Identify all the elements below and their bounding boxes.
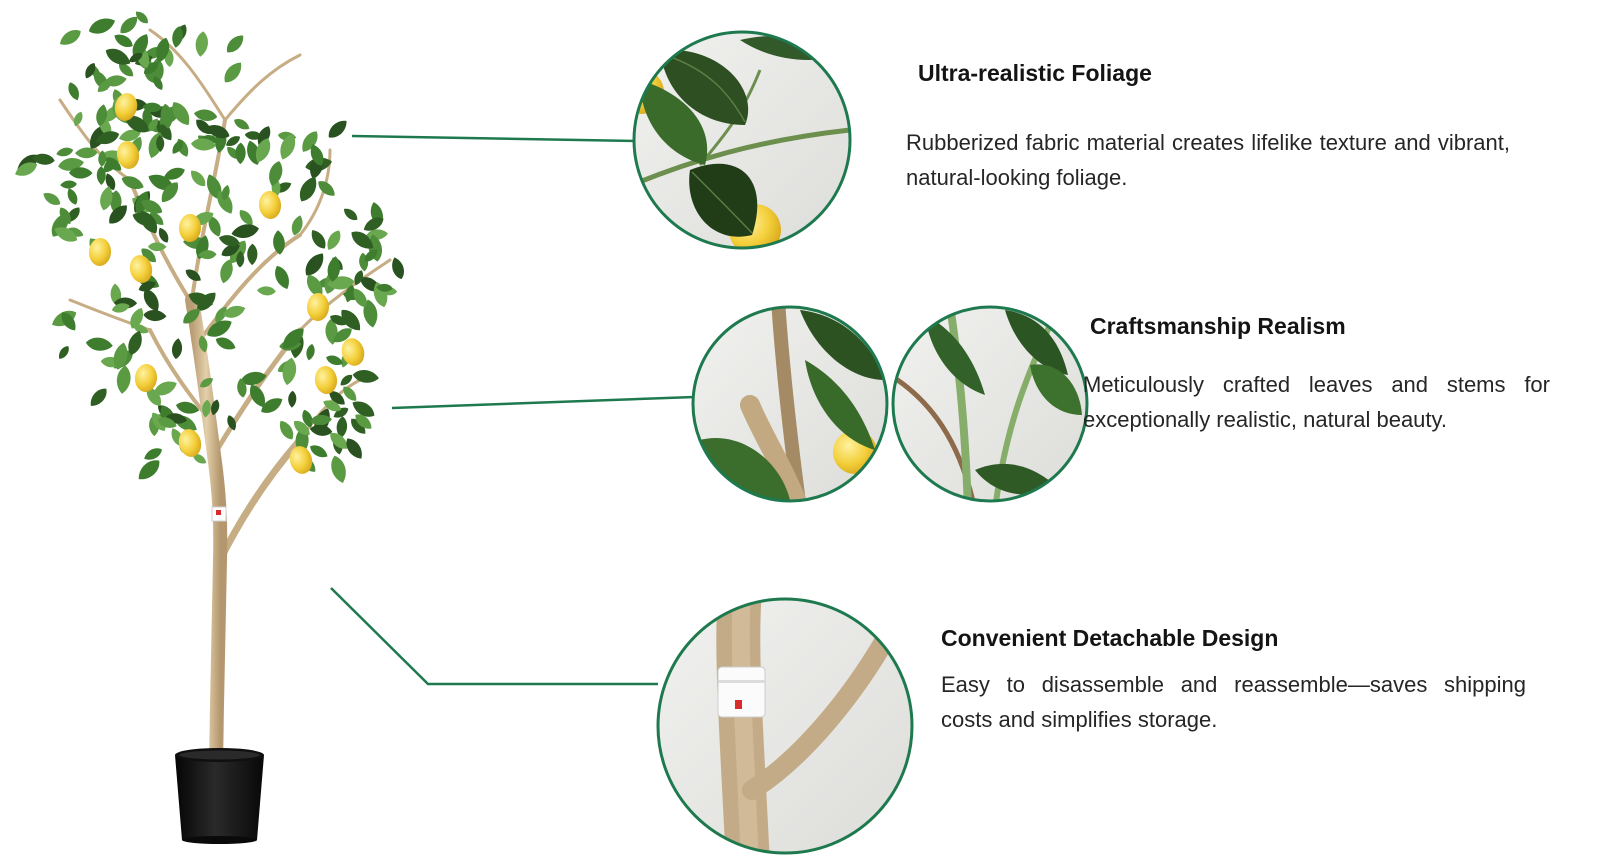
tree-leaf bbox=[55, 145, 75, 159]
tree-branch bbox=[148, 28, 227, 122]
feature-title-detachable: Convenient Detachable Design bbox=[941, 625, 1279, 651]
tree-leaf bbox=[40, 189, 63, 209]
tree-leaf bbox=[301, 249, 329, 280]
tree-leaf bbox=[187, 167, 209, 190]
tree-leaf bbox=[213, 334, 238, 353]
callout-lines bbox=[330, 134, 695, 686]
tree-leaf bbox=[307, 227, 330, 252]
tree-branch bbox=[298, 148, 332, 237]
tree-leaf bbox=[232, 116, 252, 133]
tree-leaf bbox=[111, 31, 136, 51]
feature-title-foliage: Ultra-realistic Foliage bbox=[918, 60, 1152, 86]
tree-leaf bbox=[141, 445, 165, 464]
tree-branch bbox=[216, 436, 304, 564]
tree-leaf bbox=[65, 186, 80, 207]
tree-leaf bbox=[134, 455, 164, 485]
tree-leaf bbox=[143, 309, 167, 322]
lemon-fruit bbox=[178, 429, 202, 457]
tree-leaf bbox=[56, 343, 72, 362]
feature-title-craftsmanship: Craftsmanship Realism bbox=[1090, 313, 1346, 339]
callout-line-foliage bbox=[351, 134, 637, 143]
tree-branch bbox=[223, 53, 302, 122]
lemon-fruit bbox=[178, 214, 202, 242]
tree-leaf bbox=[341, 205, 360, 223]
tree-leaf bbox=[247, 243, 258, 266]
feature-description-foliage: Rubberized fabric material creates lifel… bbox=[906, 130, 1510, 190]
tree-leaf bbox=[65, 80, 82, 103]
tree-leaf bbox=[56, 26, 84, 49]
tree-lemons bbox=[88, 93, 365, 474]
tree-leaf bbox=[323, 227, 344, 253]
callout-line-detachable bbox=[330, 587, 658, 686]
tree-leaf bbox=[102, 44, 134, 70]
tree-leaf bbox=[272, 229, 286, 256]
tree-leaf bbox=[276, 417, 297, 443]
tree-leaf bbox=[280, 356, 299, 387]
tree-leaf bbox=[309, 423, 333, 438]
tree-trunk bbox=[185, 293, 228, 775]
plant-pot bbox=[175, 748, 264, 844]
lemon-fruit bbox=[258, 191, 282, 219]
tree-leaf bbox=[235, 142, 246, 165]
lemon-fruit bbox=[134, 364, 158, 392]
lemon-fruit bbox=[114, 93, 138, 121]
lemon-fruit bbox=[88, 238, 112, 266]
tree-branch bbox=[298, 258, 392, 332]
feature-description-craftsmanship: Meticulously crafted leaves and stems fo… bbox=[1083, 372, 1550, 432]
trunk-joint-tag-mark bbox=[216, 510, 221, 515]
tree-leaf bbox=[86, 385, 111, 410]
tree-leaf bbox=[170, 337, 184, 360]
tree-leaf bbox=[256, 285, 277, 297]
tree-leaf bbox=[324, 116, 351, 142]
tree-leaf bbox=[86, 14, 118, 38]
lemon-fruit bbox=[314, 366, 338, 394]
callout-line-craftsmanship bbox=[391, 395, 695, 410]
lemon-tree-illustration bbox=[12, 8, 407, 844]
lemon-fruit bbox=[306, 293, 330, 321]
tree-leaf bbox=[220, 58, 246, 87]
tree-leaf bbox=[59, 180, 78, 190]
detail-circle-foliage bbox=[632, 30, 852, 250]
detail-circle-joint bbox=[656, 597, 914, 855]
lemon-fruit bbox=[116, 141, 140, 169]
tree-leaf bbox=[271, 263, 293, 292]
lemon-fruit bbox=[341, 338, 365, 366]
tree-leaf bbox=[328, 453, 350, 485]
tree-branch bbox=[198, 233, 302, 342]
tree-leaf bbox=[389, 255, 407, 281]
tree-leaf bbox=[85, 336, 114, 353]
tree-leaf bbox=[304, 343, 317, 362]
tree-leaf bbox=[287, 390, 297, 408]
detail-circle-stem bbox=[691, 305, 889, 503]
tree-leaf bbox=[295, 173, 321, 205]
tree-leaf bbox=[223, 31, 248, 57]
detail-circle-stems bbox=[891, 305, 1089, 503]
lemon-fruit bbox=[289, 446, 313, 474]
feature-description-detachable: Easy to disassemble and reassemble—saves… bbox=[941, 672, 1526, 732]
lemon-fruit bbox=[129, 255, 153, 283]
tree-leaf bbox=[194, 30, 210, 58]
